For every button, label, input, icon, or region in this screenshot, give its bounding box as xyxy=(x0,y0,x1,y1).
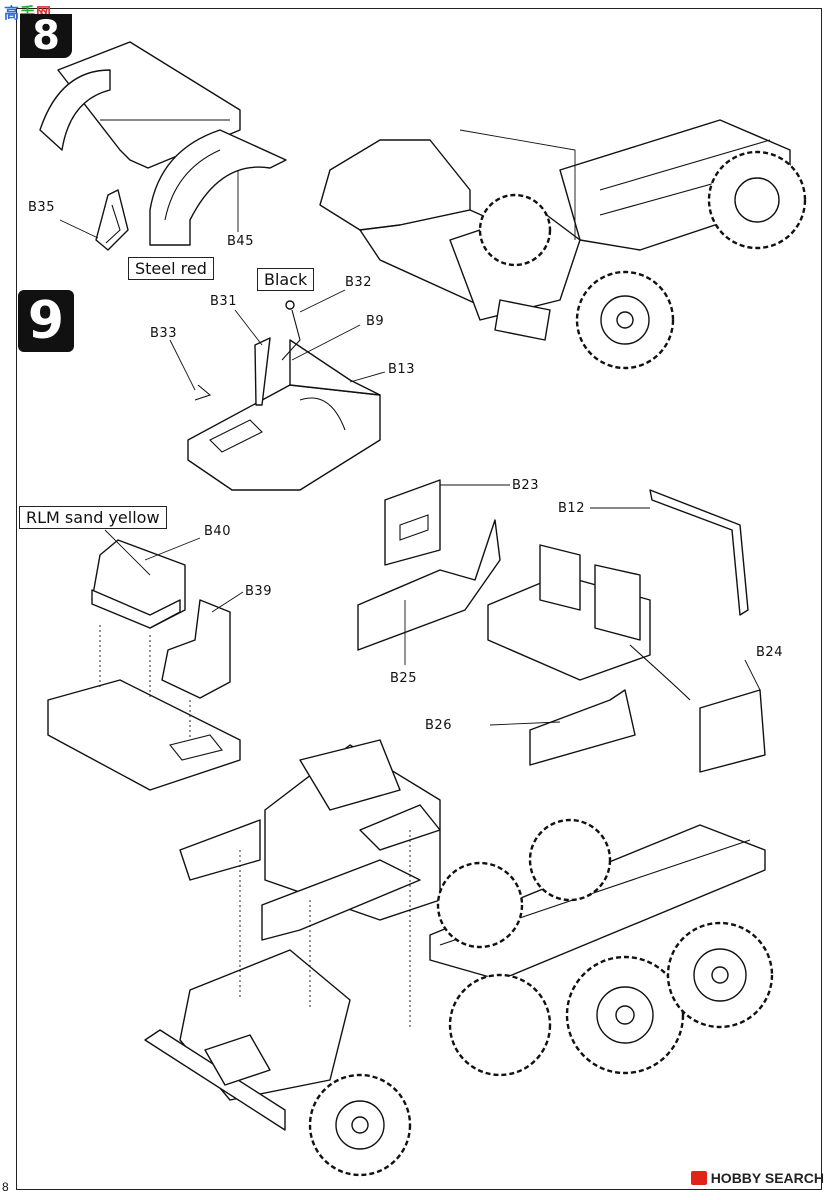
truck-full-assembly xyxy=(144,739,774,1177)
door-b23-drawing xyxy=(384,479,510,566)
part-label-b24: B24 xyxy=(756,645,783,660)
part-label-b35: B35 xyxy=(28,200,55,215)
part-label-b12: B12 xyxy=(558,501,585,516)
cab-floor-b13-drawing xyxy=(169,289,386,491)
side-panel-b25-drawing xyxy=(357,519,501,665)
part-label-b23: B23 xyxy=(512,478,539,493)
part-label-b32: B32 xyxy=(345,275,372,290)
color-callout-steel-red: Steel red xyxy=(128,257,214,280)
part-label-b9: B9 xyxy=(366,314,385,329)
cab-floor-assembly-left xyxy=(47,529,241,791)
door-b24-drawing xyxy=(699,659,766,773)
page-frame xyxy=(16,8,822,1190)
seat-b40-drawing xyxy=(91,537,201,629)
part-label-b31: B31 xyxy=(210,294,237,309)
color-callout-black: Black xyxy=(257,268,315,291)
seat-b39-drawing xyxy=(161,591,244,699)
truck-front-step8 xyxy=(319,119,807,370)
fender-b45-drawing xyxy=(39,41,287,246)
bracket-b35-drawing xyxy=(59,189,129,251)
color-callout-rlm-sand-yellow: RLM sand yellow xyxy=(19,506,167,529)
side-panel-b26-drawing xyxy=(489,644,691,766)
part-label-b39: B39 xyxy=(245,584,272,599)
part-label-b45: B45 xyxy=(227,234,254,249)
step-8-number: 8 xyxy=(20,13,72,59)
part-label-b13: B13 xyxy=(388,362,415,377)
page-number: 8 xyxy=(2,1180,9,1194)
step-9-number: 9 xyxy=(18,290,74,352)
cab-shell-b12-drawing xyxy=(487,489,749,681)
part-label-b26: B26 xyxy=(425,718,452,733)
hobby-search-logo-icon xyxy=(690,1171,707,1185)
part-label-b33: B33 xyxy=(150,326,177,341)
part-label-b40: B40 xyxy=(204,524,231,539)
part-label-b25: B25 xyxy=(390,671,417,686)
hobby-search-watermark: HOBBY SEARCH xyxy=(690,1170,824,1186)
